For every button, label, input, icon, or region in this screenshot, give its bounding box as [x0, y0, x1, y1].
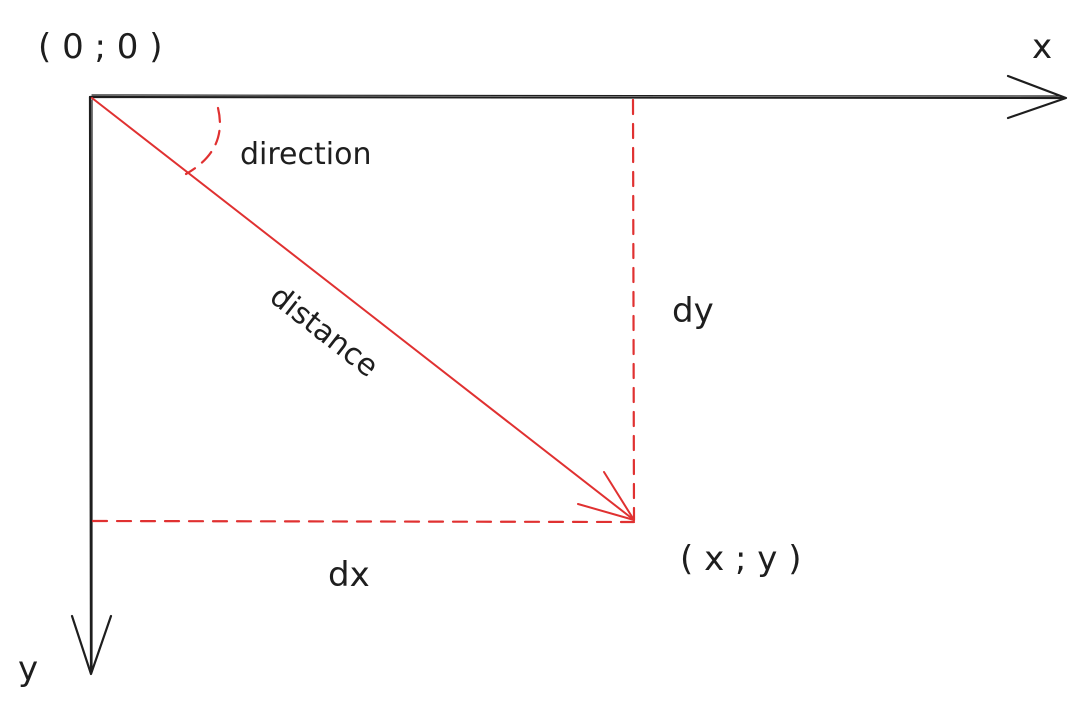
- y-axis-arrowhead: [70, 614, 113, 676]
- x-axis-line-echo: [91, 94, 1061, 97]
- distance-vector-line: [91, 97, 635, 521]
- dy-label: dy: [672, 291, 714, 331]
- origin-label: ( 0 ; 0 ): [38, 27, 162, 67]
- x-axis-line: [88, 95, 1064, 100]
- x-axis-label: x: [1032, 27, 1052, 67]
- x-axis-arrowhead: [1006, 74, 1068, 120]
- y-axis: [70, 95, 113, 676]
- dy-dashed-line: [631, 98, 636, 522]
- y-axis-label: y: [18, 649, 38, 689]
- dx-dashed-line: [91, 519, 636, 524]
- direction-label: direction: [240, 137, 371, 172]
- dx-label: dx: [328, 555, 370, 595]
- distance-vector: [91, 97, 635, 521]
- distance-vector-arrowhead: [577, 471, 635, 521]
- direction-angle-arc: [184, 106, 222, 176]
- y-axis-line: [88, 95, 93, 674]
- distance-label: distance: [263, 279, 385, 385]
- x-axis: [88, 74, 1068, 120]
- point-label: ( x ; y ): [680, 539, 801, 579]
